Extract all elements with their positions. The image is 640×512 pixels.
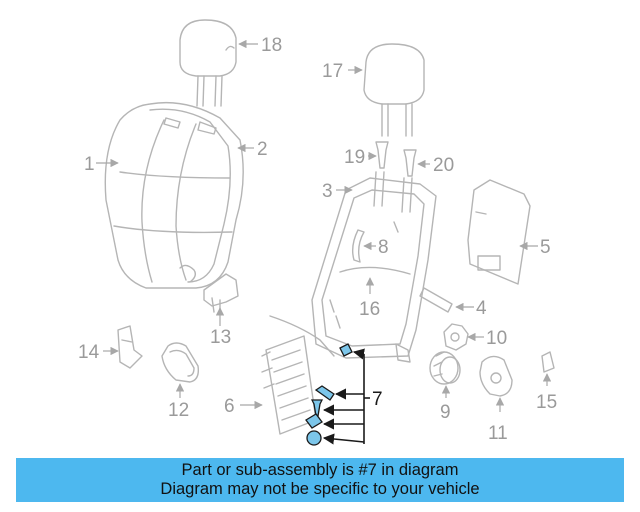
part-5-back-panel [467, 179, 531, 285]
callout-20: 20 [433, 155, 454, 176]
part-7-leader-lines [322, 348, 370, 445]
callout-2: 2 [257, 139, 268, 160]
part-1-2-seat-back-cover [104, 101, 244, 289]
callout-10: 10 [486, 328, 507, 349]
callout-17: 17 [322, 61, 343, 82]
part-7-fasteners [305, 343, 353, 446]
callout-14: 14 [78, 342, 100, 363]
part-10-knob [443, 323, 469, 351]
callout-7: 7 [372, 389, 383, 410]
part-9-wheel [429, 351, 461, 385]
callout-8: 8 [378, 237, 389, 258]
info-banner: Part or sub-assembly is #7 in diagram Di… [16, 458, 624, 502]
part-12-cover [161, 342, 200, 383]
callout-4: 4 [476, 298, 487, 319]
callout-12: 12 [168, 400, 189, 421]
part-4-rod [419, 287, 453, 313]
part-6-lumbar-support [261, 315, 335, 435]
callout-13: 13 [210, 327, 231, 348]
part-3-seat-back-frame [311, 171, 437, 363]
callout-1: 1 [84, 154, 95, 175]
part-20-guide [403, 149, 417, 177]
callout-3: 3 [322, 181, 333, 202]
callout-18: 18 [261, 35, 282, 56]
seat-parts-diagram: 18 1 2 17 19 20 3 [78, 19, 557, 446]
callout-19: 19 [344, 147, 365, 168]
callout-5: 5 [540, 237, 551, 258]
banner-line-disclaimer: Diagram may not be specific to your vehi… [160, 480, 480, 498]
part-17-headrest [363, 43, 425, 137]
part-11-cap [479, 355, 513, 397]
part-15-clip [541, 351, 555, 373]
callout-9: 9 [440, 402, 451, 423]
callout-15: 15 [536, 392, 557, 413]
part-13-trim [203, 273, 239, 315]
callout-11: 11 [488, 423, 508, 444]
callout-16: 16 [359, 299, 380, 320]
part-18-headrest [179, 19, 237, 107]
part-8-pad [351, 229, 365, 263]
banner-line-part-number: Part or sub-assembly is #7 in diagram [181, 461, 459, 479]
callout-6: 6 [224, 396, 235, 417]
part-19-guide [375, 141, 389, 169]
part-14-bracket [117, 325, 143, 369]
